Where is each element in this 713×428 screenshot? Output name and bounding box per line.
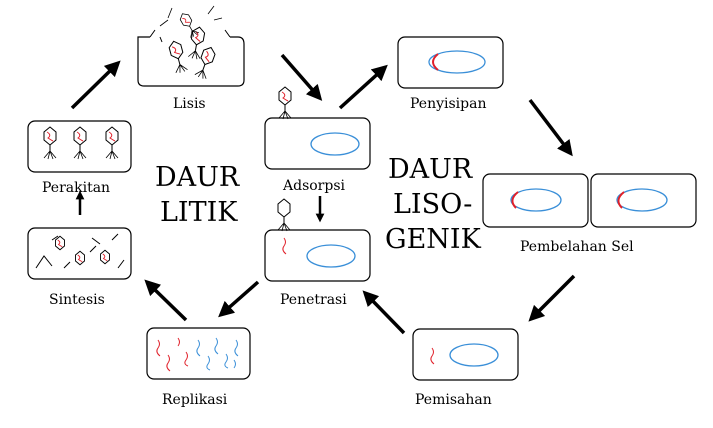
- pembelahan-sel-cell-right: [590, 173, 697, 228]
- arrow-penetrasi-to-replikasi: [218, 280, 260, 318]
- lysogenic-title-line2: LISO-: [393, 189, 473, 220]
- penetrasi-cell: [264, 198, 371, 282]
- arrow-perakitan-to-lisis: [70, 60, 121, 110]
- arrow-penyisipan-to-pembelahan: [528, 98, 573, 157]
- pembelahan-sel-cell-left: [482, 173, 589, 228]
- arrow-lisis-to-adsorpsi: [280, 53, 323, 101]
- lisis-phage-3: [193, 44, 218, 81]
- arrow-replikasi-to-sintesis: [144, 279, 188, 322]
- stage-label-sintesis: Sintesis: [49, 292, 105, 308]
- adsorpsi-phage: [278, 86, 292, 120]
- arrow-pemisahan-to-penetrasi: [362, 290, 406, 335]
- stage-label-pemisahan: Pemisahan: [415, 392, 492, 408]
- lisis-cell: [137, 5, 245, 87]
- penyisipan-cell: [397, 36, 504, 89]
- stage-label-pembelahan-sel: Pembelahan Sel: [520, 239, 634, 255]
- replikasi-cell: [146, 327, 251, 380]
- lisis-phage-1: [167, 39, 189, 75]
- stage-label-replikasi: Replikasi: [162, 392, 228, 408]
- arrow-adsorpsi-to-penyisipan: [338, 64, 388, 110]
- lytic-title-line1: DAUR: [155, 162, 240, 193]
- lytic-title-line2: LITIK: [160, 197, 238, 228]
- stage-label-penetrasi: Penetrasi: [280, 292, 347, 308]
- adsorpsi-cell: [264, 86, 371, 170]
- pemisahan-cell: [412, 328, 519, 381]
- stage-label-lisis: Lisis: [173, 96, 206, 112]
- stage-label-penyisipan: Penyisipan: [410, 96, 487, 112]
- stage-label-perakitan: Perakitan: [42, 180, 111, 196]
- perakitan-cell: [27, 120, 132, 173]
- lysogenic-title-line1: DAUR: [388, 154, 473, 185]
- sintesis-cell: [27, 227, 132, 280]
- penetrasi-phage: [277, 198, 291, 232]
- arrow-pembelahan-to-pemisahan: [528, 274, 576, 322]
- lysogenic-title-line3: GENIK: [385, 224, 481, 255]
- stage-label-adsorpsi: Adsorpsi: [283, 178, 346, 194]
